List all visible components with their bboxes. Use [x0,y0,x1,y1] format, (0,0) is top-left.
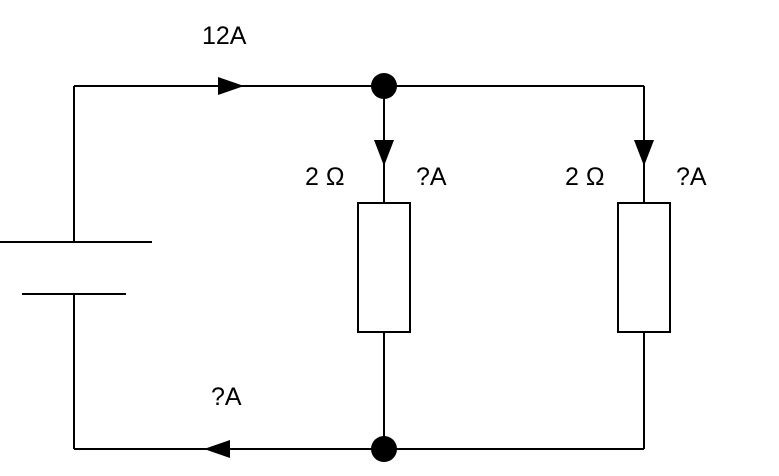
top-current-arrow [218,77,244,95]
source-current-label: 12A [202,22,247,50]
right-current-label: ?A [676,163,707,191]
right-branch-current-arrow [634,140,654,166]
left-resistor [357,202,411,333]
right-resistor [617,202,671,333]
left-branch-current-arrow [374,140,394,166]
return-current-label: ?A [211,383,242,411]
battery [0,241,152,295]
right-branch [617,86,671,449]
bottom-current-arrow [204,440,230,458]
left-branch [357,86,411,449]
left-resistance-label: 2 Ω [305,163,345,191]
right-resistance-label: 2 Ω [565,163,605,191]
left-current-label: ?A [416,163,447,191]
